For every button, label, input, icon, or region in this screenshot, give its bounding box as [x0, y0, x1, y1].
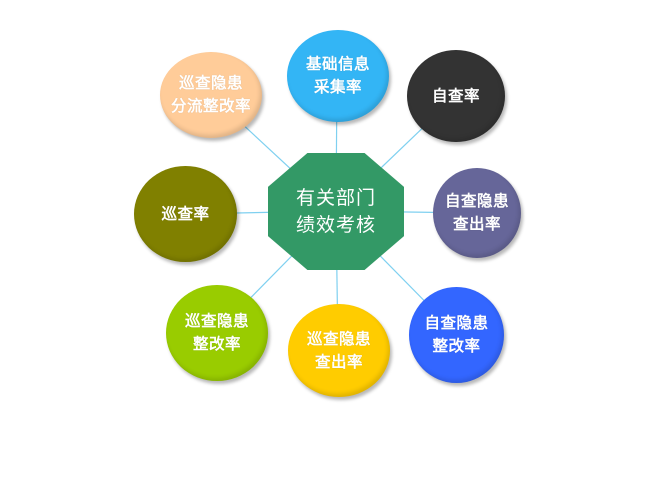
node-patrol-rate: 巡查率 — [134, 166, 237, 262]
node-label-line-2: 采集率 — [313, 78, 362, 96]
node-patrol-hazard-detection-rate: 巡查隐患 查出率 — [288, 304, 390, 397]
node-patrol-hazard-rectification-rate: 巡查隐患 整改率 — [166, 285, 268, 381]
node-patrol-hazard-diversion-rectification-rate: 巡查隐患 分流整改率 — [160, 52, 262, 138]
node-label-line-2: 查出率 — [314, 352, 363, 371]
node-basic-info-collection-rate: 基础信息 采集率 — [287, 30, 389, 122]
node-label-line-1: 自查隐患 — [444, 192, 509, 210]
node-label-line-1: 自查率 — [431, 86, 480, 105]
node-self-inspection-hazard-detection-rate: 自查隐患 查出率 — [433, 168, 521, 258]
node-label-line-2: 整改率 — [432, 337, 481, 355]
node-label-line-1: 巡查隐患 — [184, 312, 249, 330]
node-label-line-2: 分流整改率 — [170, 97, 251, 115]
node-self-inspection-hazard-rectification-rate: 自查隐患 整改率 — [409, 287, 504, 383]
center-hub-department-performance-assessment: 有关部门 绩效考核 — [268, 153, 404, 270]
hub-label-line-2: 绩效考核 — [295, 213, 376, 236]
node-label-line-2: 查出率 — [452, 215, 501, 233]
node-label-line-1: 巡查隐患 — [178, 74, 243, 92]
hub-label-line-1: 有关部门 — [295, 186, 376, 209]
node-label-line-1: 自查隐患 — [424, 314, 489, 332]
node-label-line-2: 整改率 — [192, 335, 241, 353]
node-label-line-1: 巡查率 — [161, 204, 210, 223]
node-label-line-1: 基础信息 — [305, 55, 370, 73]
node-label-line-1: 巡查隐患 — [306, 329, 371, 348]
node-self-inspection-rate: 自查率 — [407, 50, 505, 142]
